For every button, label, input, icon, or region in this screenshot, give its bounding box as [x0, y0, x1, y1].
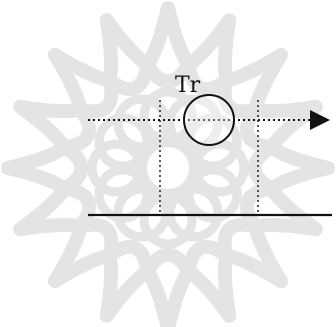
watermark-petal: [13, 99, 96, 155]
tr-label: Tr: [175, 73, 201, 98]
watermark-petal: [140, 1, 196, 89]
watermark-petal: [47, 217, 119, 289]
watermark-petal: [1, 140, 89, 196]
watermark-petal: [99, 13, 155, 96]
watermark-petal: [247, 140, 335, 196]
watermark-petal: [240, 181, 323, 237]
watermark-petal: [181, 240, 237, 323]
tr-circle: [183, 94, 235, 146]
watermark-loop: [184, 113, 242, 171]
watermark-petal: [99, 240, 155, 323]
arrowhead-icon: [310, 110, 330, 130]
watermark-petal: [217, 47, 289, 119]
watermark-petal: [47, 47, 119, 119]
watermark-petal: [13, 181, 96, 237]
watermark-petal: [217, 217, 289, 289]
watermark-petal: [140, 247, 196, 327]
watermark-petal: [240, 99, 323, 155]
watermark-petal: [181, 13, 237, 96]
watermark-center-ring: [137, 137, 199, 199]
